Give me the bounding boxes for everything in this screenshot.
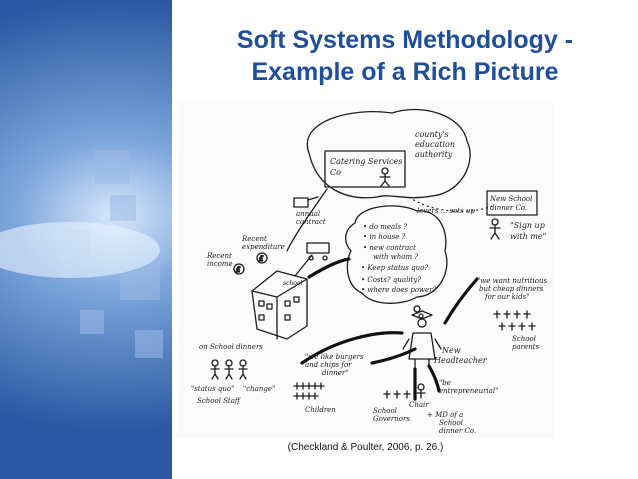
- rich-picture: Catering Services Co county's education …: [177, 101, 554, 438]
- recent-income-label-1: Recent: [206, 252, 232, 260]
- annual-contract-label-1: annual: [296, 210, 320, 218]
- county-label-3: authority: [415, 150, 453, 159]
- bus-icon: [306, 242, 330, 261]
- arrow-parents-to-headteacher: [443, 277, 479, 325]
- change-label: "change": [243, 385, 275, 393]
- entrepreneurial-label-2: entrepreneurial": [439, 387, 498, 395]
- arrow-school-dinners-to-headteacher: [300, 331, 404, 365]
- sign-up-label-1: "Sign up: [510, 221, 545, 230]
- slide-title: Soft Systems Methodology - Example of a …: [172, 24, 638, 88]
- governors-label-1: School: [373, 407, 397, 415]
- school-staff-figures: [210, 359, 248, 380]
- svg-text:£: £: [258, 255, 264, 263]
- school-label: school: [283, 280, 303, 287]
- status-quo-label: "status quo": [191, 385, 234, 393]
- school-parents-label-1: School: [512, 335, 536, 343]
- new-school-dinner-label-1: New School: [489, 195, 532, 203]
- catering-services-label: Catering Services: [330, 157, 402, 166]
- nutritious-label-1: "we want nutritious: [477, 277, 547, 285]
- contract-link-line: [286, 188, 328, 252]
- question-new-contract: • new contract: [363, 244, 416, 252]
- md-label-2: School: [439, 419, 463, 427]
- figure-caption: (Checkland & Poulter, 2006, p. 26.): [287, 442, 444, 453]
- md-label-3: dinner Co.: [439, 427, 476, 435]
- md-label-1: + MD of a: [427, 411, 463, 419]
- catering-co-label: Co: [330, 168, 341, 177]
- recent-expenditure-label-1: Recent: [241, 235, 267, 243]
- governors-label-2: Governors: [373, 415, 410, 423]
- education-authority-cloud: [306, 108, 471, 199]
- levers-label: levers ... sets up: [417, 207, 475, 215]
- county-label-1: county's: [415, 130, 449, 139]
- burgers-label-2: and chips for: [305, 361, 352, 369]
- headteacher-figure: [402, 310, 442, 368]
- official-figure-icon: [379, 167, 391, 187]
- bus-to-school-line: [294, 254, 313, 277]
- county-label-2: education: [415, 140, 455, 149]
- school-building: [251, 270, 308, 340]
- svg-text:£: £: [235, 266, 241, 274]
- recent-expenditure-label-2: expenditure: [242, 243, 285, 251]
- question-do-meals: • do meals ?: [363, 223, 407, 231]
- arrow-questions-to-school: [307, 257, 351, 279]
- money-bag-icons: £ £: [233, 252, 268, 275]
- new-headteacher-label-1: New: [441, 346, 461, 355]
- annual-contract-label-2: contract: [296, 218, 326, 226]
- question-costs: • Costs? quality?: [361, 276, 421, 284]
- question-in-house: • in house ?: [363, 233, 406, 241]
- question-with-whom: with whom ?: [373, 253, 418, 261]
- recent-income-label-2: income: [207, 260, 233, 268]
- nutritious-label-2: but cheap dinners: [479, 285, 544, 293]
- thought-bubbles: [413, 305, 424, 319]
- nutritious-label-3: for our kids": [484, 293, 529, 301]
- catering-services-box: [324, 150, 406, 188]
- question-keep-status: • Keep status quo?: [361, 264, 428, 272]
- dinner-co-person-icon: [489, 218, 501, 240]
- title-line-2: Example of a Rich Picture: [251, 58, 559, 86]
- school-parents-label-2: parents: [512, 343, 539, 351]
- governor-figures: [383, 383, 426, 399]
- children-figures: [293, 382, 325, 400]
- parent-figures: [493, 310, 536, 331]
- sign-up-label-2: with me": [510, 232, 546, 241]
- question-where-power: • where does power?: [361, 286, 437, 294]
- new-headteacher-label-2: Headteacher: [433, 356, 488, 365]
- chair-label: Chair: [409, 401, 429, 409]
- school-dinners-label: on School dinners: [199, 343, 263, 351]
- school-staff-label: School Staff: [197, 397, 241, 405]
- contract-pen-icon: [293, 196, 319, 208]
- new-school-dinner-box: [486, 190, 538, 216]
- children-label: Children: [305, 406, 336, 414]
- questions-cloud: [345, 205, 448, 304]
- arrow-children-to-headteacher: [370, 347, 417, 365]
- arrow-entrepreneurial-to-headteacher: [427, 364, 441, 393]
- new-school-dinner-label-2: dinner Co.: [490, 204, 527, 212]
- title-line-1: Soft Systems Methodology -: [236, 26, 574, 54]
- burgers-label-3: dinner": [322, 369, 348, 377]
- burgers-label-1: "we like burgers: [305, 353, 364, 361]
- entrepreneurial-label-1: "be: [439, 379, 451, 387]
